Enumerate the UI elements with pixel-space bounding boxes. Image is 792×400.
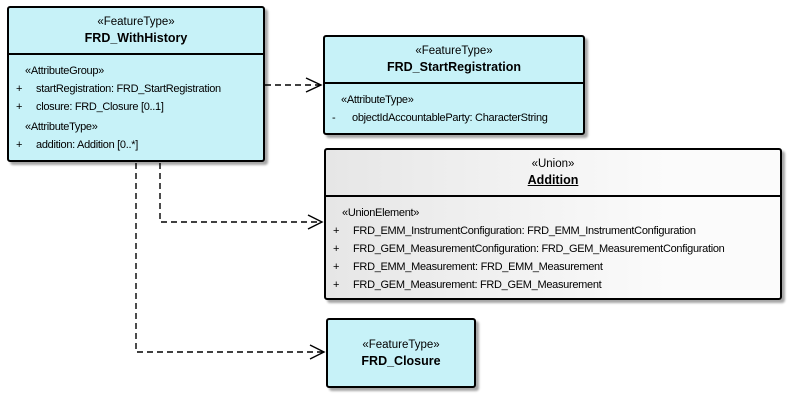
visibility-marker: + <box>333 225 340 237</box>
class-name: FRD_Closure <box>361 353 441 368</box>
open-arrowhead-icon <box>309 344 326 360</box>
attributes-compartment: «AttributeType» - objectIdAccountablePar… <box>325 84 583 127</box>
attribute-text: addition: Addition [0..*] <box>36 139 138 151</box>
class-box-frd-withhistory[interactable]: «FeatureType» FRD_WithHistory «Attribute… <box>7 6 265 162</box>
attribute-text: startRegistration: FRD_StartRegistration <box>36 83 221 95</box>
class-header: «Union» Addition <box>326 150 780 197</box>
visibility-marker: + <box>333 279 340 291</box>
stereotype-row: «AttributeType» <box>12 118 260 136</box>
attribute-text: FRD_EMM_InstrumentConfiguration: FRD_EMM… <box>353 225 696 237</box>
attribute-row[interactable]: + addition: Addition [0..*] <box>12 136 260 154</box>
open-arrowhead-icon <box>307 214 324 230</box>
class-header: «FeatureType» FRD_Closure <box>328 320 474 386</box>
attributes-compartment: «AttributeGroup» + startRegistration: FR… <box>9 55 263 154</box>
stereotype-text: «AttributeType» <box>341 94 414 106</box>
class-header: «FeatureType» FRD_StartRegistration <box>325 37 583 84</box>
visibility-marker: - <box>332 112 336 124</box>
stereotype-label: «Union» <box>531 158 575 170</box>
stereotype-label: «FeatureType» <box>97 16 175 28</box>
attribute-row[interactable]: + FRD_EMM_Measurement: FRD_EMM_Measureme… <box>329 258 777 276</box>
stereotype-label: «FeatureType» <box>362 338 440 351</box>
visibility-marker: + <box>16 101 23 113</box>
class-box-frd-startregistration[interactable]: «FeatureType» FRD_StartRegistration «Att… <box>323 35 585 135</box>
dependency-to-closure[interactable] <box>135 163 326 360</box>
class-box-frd-closure[interactable]: «FeatureType» FRD_Closure <box>326 318 476 388</box>
stereotype-row: «AttributeGroup» <box>12 62 260 80</box>
open-arrowhead-icon <box>305 77 323 93</box>
attribute-row[interactable]: + FRD_GEM_Measurement: FRD_GEM_Measureme… <box>329 276 777 294</box>
visibility-marker: + <box>333 261 340 273</box>
class-name: Addition <box>527 173 579 187</box>
stereotype-label: «FeatureType» <box>415 45 493 57</box>
attribute-row[interactable]: + closure: FRD_Closure [0..1] <box>12 98 260 116</box>
attributes-compartment: «UnionElement» + FRD_EMM_InstrumentConfi… <box>326 197 780 294</box>
attribute-row[interactable]: + FRD_GEM_MeasurementConfiguration: FRD_… <box>329 240 777 258</box>
attribute-row[interactable]: + FRD_EMM_InstrumentConfiguration: FRD_E… <box>329 222 777 240</box>
stereotype-text: «AttributeGroup» <box>25 65 104 77</box>
dependency-to-addition[interactable] <box>159 163 324 230</box>
dependency-to-start-registration[interactable] <box>265 77 323 93</box>
attribute-text: FRD_EMM_Measurement: FRD_EMM_Measurement <box>353 261 603 273</box>
visibility-marker: + <box>16 83 23 95</box>
visibility-marker: + <box>16 139 23 151</box>
class-name: FRD_StartRegistration <box>386 60 522 74</box>
class-name: FRD_WithHistory <box>84 31 188 45</box>
attribute-row[interactable]: - objectIdAccountableParty: CharacterStr… <box>328 109 580 127</box>
visibility-marker: + <box>333 243 340 255</box>
stereotype-text: «AttributeType» <box>25 121 98 133</box>
attribute-row[interactable]: + startRegistration: FRD_StartRegistrati… <box>12 80 260 98</box>
class-header: «FeatureType» FRD_WithHistory <box>9 8 263 55</box>
attribute-text: objectIdAccountableParty: CharacterStrin… <box>352 112 548 124</box>
attribute-text: FRD_GEM_MeasurementConfiguration: FRD_GE… <box>353 243 725 255</box>
attribute-text: FRD_GEM_Measurement: FRD_GEM_Measurement <box>353 279 602 291</box>
attribute-text: closure: FRD_Closure [0..1] <box>36 101 164 113</box>
class-box-addition-union[interactable]: «Union» Addition «UnionElement» + FRD_EM… <box>324 148 782 300</box>
stereotype-row: «UnionElement» <box>329 204 777 222</box>
stereotype-row: «AttributeType» <box>328 91 580 109</box>
stereotype-text: «UnionElement» <box>342 207 420 219</box>
